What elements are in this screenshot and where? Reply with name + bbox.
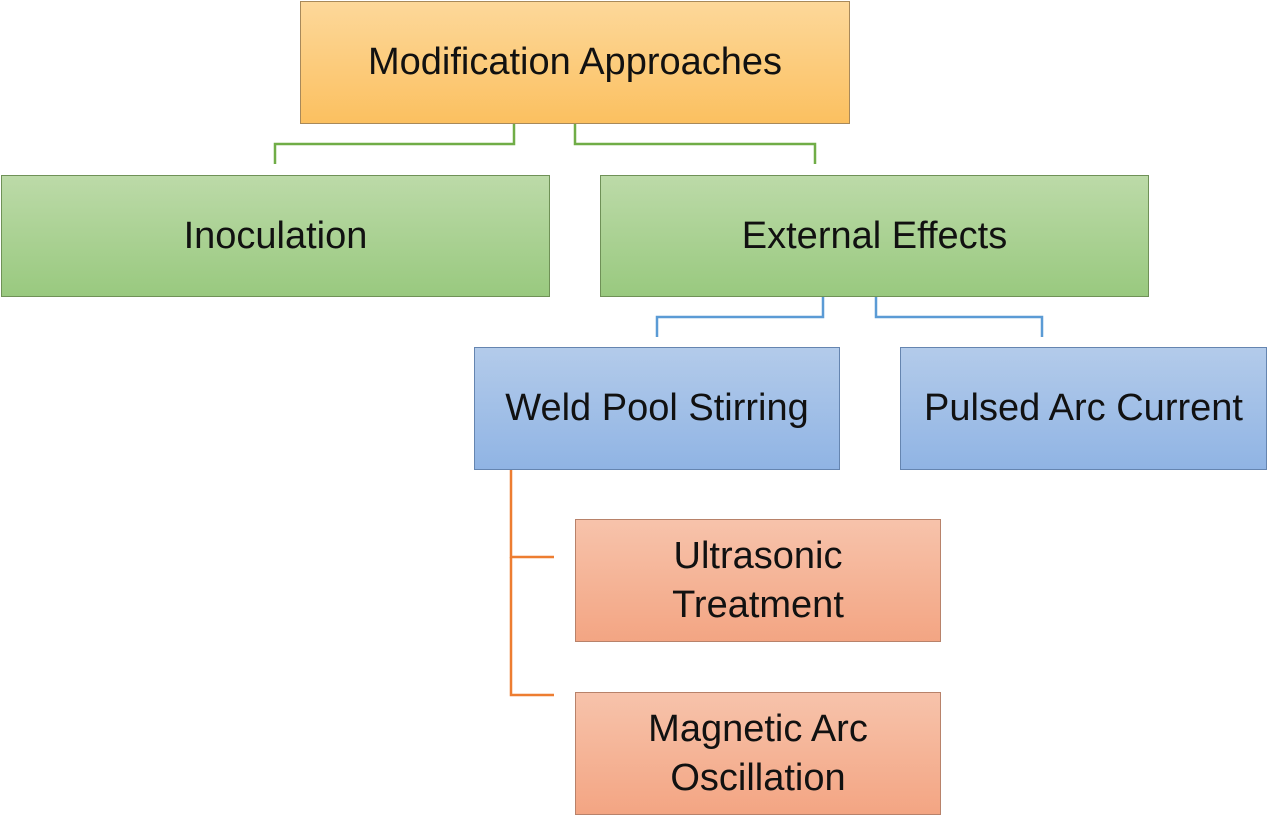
connector-external-to-pulsed-arc [874,297,1044,337]
connector-weld-pool-to-magnetic [509,557,554,697]
node-label: Ultrasonic Treatment [672,534,844,626]
node-inoculation: Inoculation [1,175,550,297]
node-label: Modification Approaches [367,41,783,84]
connector-root-to-inoculation [273,124,516,164]
node-label: Inoculation [183,214,368,257]
node-weld-pool-stirring: Weld Pool Stirring [474,347,840,470]
node-label: Pulsed Arc Current [924,387,1243,430]
node-modification-approaches: Modification Approaches [300,1,850,124]
node-magnetic-arc-oscillation: Magnetic Arc Oscillation [575,692,941,815]
node-label: External Effects [741,214,1008,257]
connector-external-to-weld-pool [655,297,825,337]
node-external-effects: External Effects [600,175,1149,297]
node-label: Weld Pool Stirring [505,387,809,430]
node-ultrasonic-treatment: Ultrasonic Treatment [575,519,941,642]
connector-root-to-external-effects [573,124,817,164]
connector-weld-pool-to-ultrasonic [509,470,554,559]
node-label: Magnetic Arc Oscillation [648,707,868,799]
node-pulsed-arc-current: Pulsed Arc Current [900,347,1267,470]
